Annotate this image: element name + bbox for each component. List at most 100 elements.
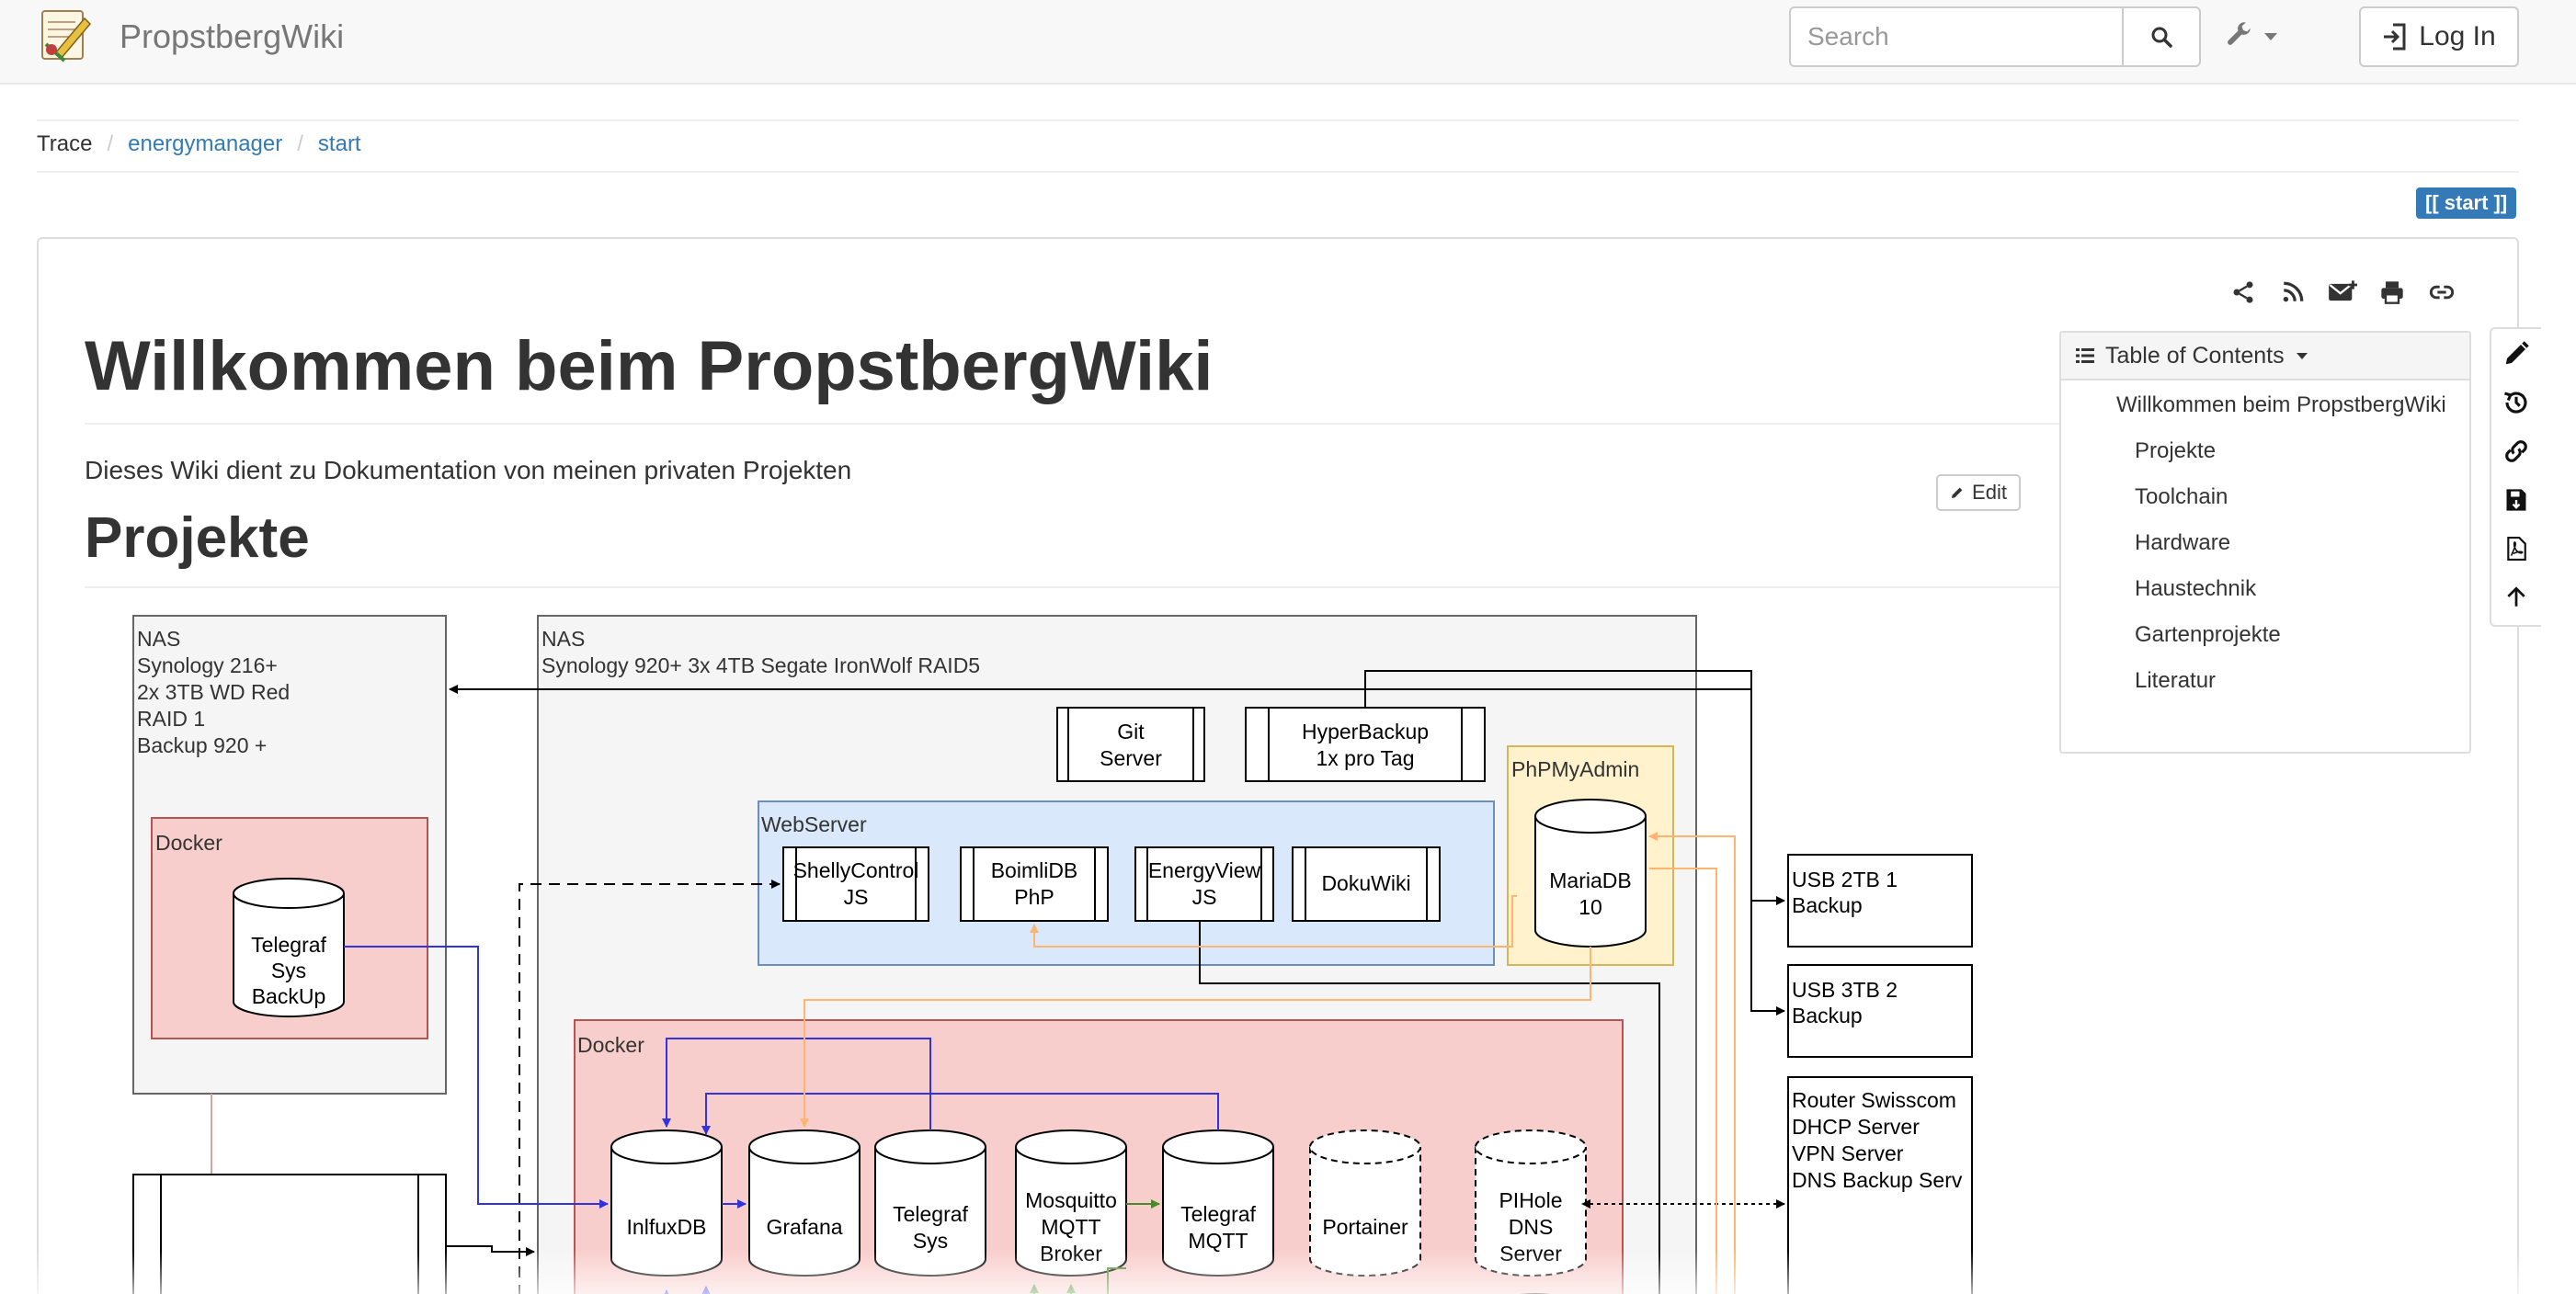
svg-text:EnergyView: EnergyView [1148,858,1261,882]
toc-toggle[interactable]: Table of Contents [2061,333,2469,380]
toc-item-projekte[interactable]: Projekte [2135,438,2217,463]
brand-title[interactable]: PropstbergWiki [120,17,345,55]
caret-down-icon [2264,33,2277,40]
svg-text:DNS Backup Serv: DNS Backup Serv [1792,1168,1963,1192]
top-navbar: PropstbergWiki Log In [0,0,2576,85]
influxdb-db: InlfuxDB [610,1129,723,1277]
tools-menu-button[interactable] [2203,13,2298,61]
svg-text:Mosquitto: Mosquitto [1025,1188,1117,1212]
svg-text:WebServer: WebServer [761,812,867,836]
save-icon[interactable] [2491,475,2541,524]
dokuwiki-box: DokuWiki [1292,846,1441,922]
svg-text:ShellyControl: ShellyControl [793,858,919,882]
svg-text:InlfuxDB: InlfuxDB [627,1215,707,1239]
telegraf-backup-db: Telegraf Sys BackUp [233,878,345,1017]
hyperbackup-box: HyperBackup 1x pro Tag [1245,707,1486,782]
toc-item-hardware[interactable]: Hardware [2135,530,2231,555]
edit-label: Edit [1972,481,2007,504]
usb1-box: USB 2TB 1 Backup [1787,854,1973,948]
infrastructure-diagram: NAS Synology 216+ 2x 3TB WD Red RAID 1 B… [132,615,1973,1294]
rss-icon[interactable] [2278,278,2308,307]
shellycontrol-box: ShellyControl JS [782,846,929,922]
svg-text:Telegraf: Telegraf [251,933,326,957]
svg-text:Telegraf: Telegraf [1180,1202,1256,1226]
svg-text:PhP: PhP [1014,885,1054,909]
section-edit-button[interactable]: Edit [1936,474,2021,511]
nas1-line: Synology 216+ [137,653,278,677]
svg-text:Telegraf: Telegraf [893,1202,968,1226]
toc-heading: Table of Contents [2105,342,2285,369]
wrench-icon [2228,22,2251,45]
login-icon [2384,23,2406,51]
boimlidb-box: BoimliDB PhP [960,846,1109,922]
page-side-toolbar [2490,327,2541,627]
page-tools [2228,278,2456,307]
svg-text:10: 10 [1579,895,1602,919]
svg-text:1x pro Tag: 1x pro Tag [1316,746,1415,770]
svg-text:Git: Git [1117,720,1145,743]
toc-item-literatur[interactable]: Literatur [2135,668,2217,693]
nas1-line: Backup 920 + [137,733,267,757]
svg-text:BackUp: BackUp [252,984,326,1008]
svg-text:MQTT: MQTT [1188,1229,1248,1253]
dashed-connector [519,880,781,1294]
table-of-contents: Table of Contents Willkommen beim Propst… [2059,331,2471,754]
toc-item-willkommen[interactable]: Willkommen beim PropstbergWiki [2116,392,2446,417]
email-icon[interactable] [2328,278,2357,307]
svg-text:PIHole: PIHole [1499,1188,1562,1212]
title-rule [85,423,2061,425]
pencil-icon[interactable] [2491,329,2541,378]
orange-connectors [800,832,1736,1294]
toc-list: Willkommen beim PropstbergWiki Projekte … [2061,380,2469,697]
login-label: Log In [2419,21,2496,51]
svg-text:Portainer: Portainer [1322,1215,1408,1239]
breadcrumb: Trace / energymanager / start [37,131,361,156]
bottom-fade [0,1250,2576,1294]
svg-text:USB 3TB 2: USB 3TB 2 [1792,978,1898,1002]
svg-text:PhPMyAdmin: PhPMyAdmin [1511,757,1639,781]
toc-item-gartenprojekte[interactable]: Gartenprojekte [2135,622,2281,647]
svg-text:DokuWiki: DokuWiki [1321,871,1410,895]
login-button[interactable]: Log In [2359,6,2519,67]
history-icon[interactable] [2491,378,2541,426]
git-server-box: Git Server [1056,707,1205,782]
breadcrumb-bottom-rule [37,171,2519,173]
svg-text:MQTT: MQTT [1041,1215,1100,1239]
breadcrumb-label: Trace [37,131,93,156]
breadcrumb-link-energymanager[interactable]: energymanager [128,131,283,156]
caret-down-icon [2296,352,2308,359]
svg-text:Sys: Sys [271,959,306,982]
docker-label: Docker [155,831,222,855]
svg-text:VPN Server: VPN Server [1792,1141,1904,1165]
link-icon[interactable] [2427,278,2456,307]
svg-text:Router Swisscom: Router Swisscom [1792,1088,1956,1112]
svg-text:BoimliDB: BoimliDB [991,858,1078,882]
svg-text:Docker: Docker [577,1033,644,1057]
breadcrumb-top-rule [37,119,2519,121]
svg-text:DNS: DNS [1509,1215,1554,1239]
search-input[interactable] [1789,6,2124,67]
toc-item-haustechnik[interactable]: Haustechnik [2135,576,2257,601]
print-icon[interactable] [2377,278,2407,307]
svg-text:Synology 920+ 3x 4TB Segate Ir: Synology 920+ 3x 4TB Segate IronWolf RAI… [541,653,980,677]
telegraf-mqtt-db: Telegraf MQTT [1162,1129,1274,1277]
search-button[interactable] [2122,6,2201,67]
search-icon [2151,27,2172,48]
page-title: Willkommen beim PropstbergWiki [85,327,1214,405]
nas1-line: 2x 3TB WD Red [137,680,290,704]
grafana-db: Grafana [748,1129,861,1277]
toc-item-toolchain[interactable]: Toolchain [2135,484,2228,509]
breadcrumb-link-start[interactable]: start [317,131,361,156]
nas1-line: NAS [137,627,180,651]
svg-text:JS: JS [844,885,869,909]
svg-text:Backup: Backup [1792,1004,1863,1027]
wiki-logo-icon[interactable] [37,7,94,64]
share-icon[interactable] [2228,278,2258,307]
list-icon [2076,348,2094,363]
pagename-badge[interactable]: [[ start ]] [2416,187,2517,219]
usb2-box: USB 3TB 2 Backup [1787,964,1973,1058]
svg-text:Server: Server [1100,746,1162,770]
arrow-up-icon[interactable] [2491,573,2541,621]
backlink-icon[interactable] [2491,426,2541,475]
pdf-icon[interactable] [2491,524,2541,573]
